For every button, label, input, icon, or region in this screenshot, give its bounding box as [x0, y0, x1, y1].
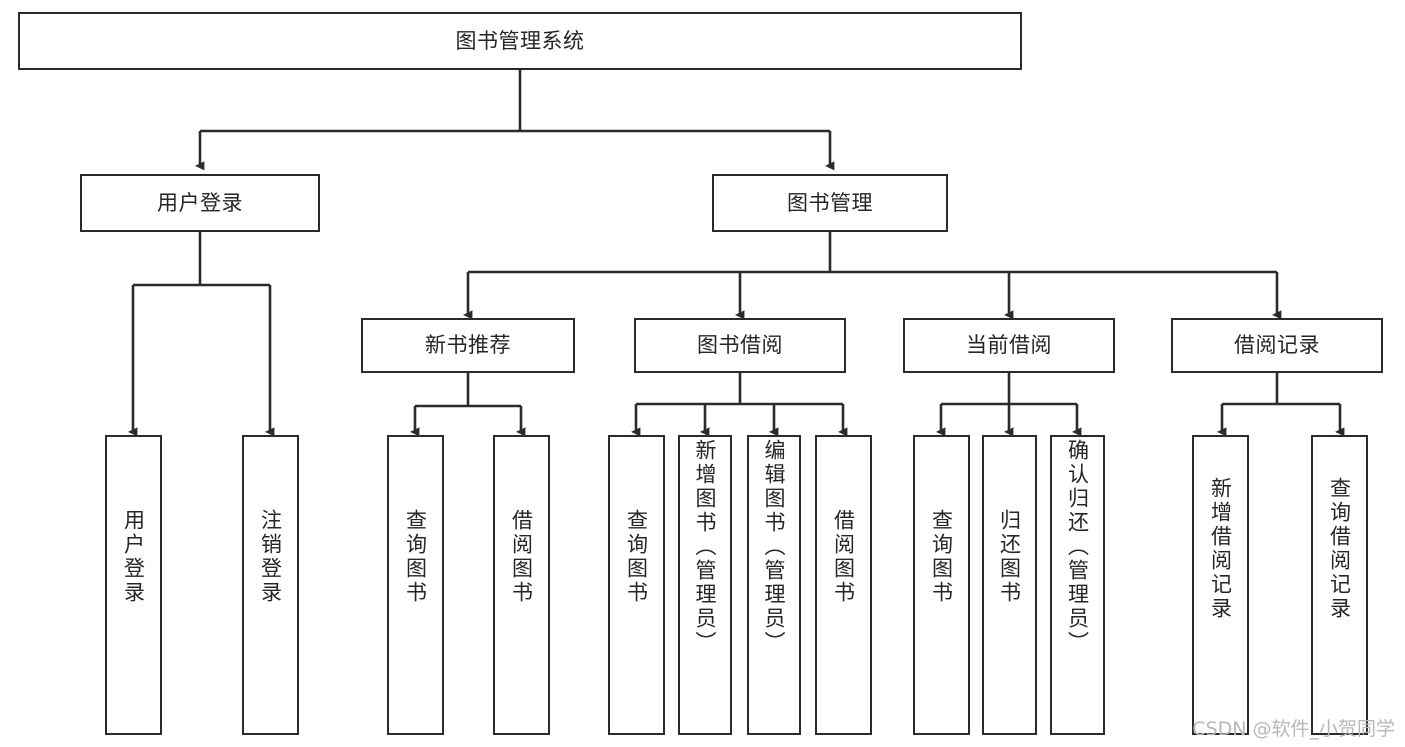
node-book-borrow-label: 图书借阅 [697, 333, 783, 358]
leaf-user-login[interactable]: 用户登录 [105, 435, 162, 735]
node-current-borrow-label: 当前借阅 [966, 333, 1052, 358]
node-root-label: 图书管理系统 [455, 28, 585, 53]
leaf-add-book-label: 新增图书（管理员） [693, 439, 718, 655]
leaf-user-logout-label: 注销登录 [258, 509, 283, 605]
node-borrow-record-label: 借阅记录 [1234, 333, 1320, 358]
leaf-borrow-book-2[interactable]: 借阅图书 [815, 435, 872, 735]
leaf-query-book-1[interactable]: 查询图书 [387, 435, 444, 735]
leaf-borrow-book-1[interactable]: 借阅图书 [493, 435, 550, 735]
node-user-login-label: 用户登录 [157, 190, 243, 215]
csdn-watermark: CSDN @软件_小贺同学 [1192, 718, 1395, 740]
node-book-manage-label: 图书管理 [787, 190, 873, 215]
leaf-query-book-2-label: 查询图书 [624, 509, 649, 605]
leaf-query-record[interactable]: 查询借阅记录 [1311, 435, 1368, 735]
leaf-borrow-book-2-label: 借阅图书 [831, 509, 856, 605]
leaf-add-record[interactable]: 新增借阅记录 [1192, 435, 1249, 735]
node-new-book-rec-label: 新书推荐 [425, 333, 511, 358]
leaf-confirm-return[interactable]: 确认归还（管理员） [1050, 435, 1105, 735]
leaf-edit-book[interactable]: 编辑图书（管理员） [747, 435, 801, 735]
leaf-query-book-1-label: 查询图书 [403, 509, 428, 605]
node-user-login[interactable]: 用户登录 [80, 174, 320, 232]
leaf-query-book-3[interactable]: 查询图书 [913, 435, 970, 735]
node-new-book-rec[interactable]: 新书推荐 [361, 318, 575, 373]
leaf-return-book[interactable]: 归还图书 [982, 435, 1037, 735]
node-book-manage[interactable]: 图书管理 [712, 174, 948, 232]
leaf-query-book-3-label: 查询图书 [929, 509, 954, 605]
leaf-query-record-label: 查询借阅记录 [1327, 477, 1352, 621]
leaf-borrow-book-1-label: 借阅图书 [509, 509, 534, 605]
node-borrow-record[interactable]: 借阅记录 [1171, 318, 1383, 373]
node-root[interactable]: 图书管理系统 [18, 12, 1022, 70]
leaf-add-book[interactable]: 新增图书（管理员） [678, 435, 732, 735]
leaf-add-record-label: 新增借阅记录 [1208, 477, 1233, 621]
leaf-query-book-2[interactable]: 查询图书 [608, 435, 665, 735]
node-book-borrow[interactable]: 图书借阅 [634, 318, 846, 373]
leaf-return-book-label: 归还图书 [997, 509, 1022, 605]
leaf-user-logout[interactable]: 注销登录 [242, 435, 299, 735]
leaf-edit-book-label: 编辑图书（管理员） [762, 439, 787, 655]
node-current-borrow[interactable]: 当前借阅 [903, 318, 1115, 373]
leaf-user-login-label: 用户登录 [121, 509, 146, 605]
leaf-confirm-return-label: 确认归还（管理员） [1065, 439, 1090, 655]
